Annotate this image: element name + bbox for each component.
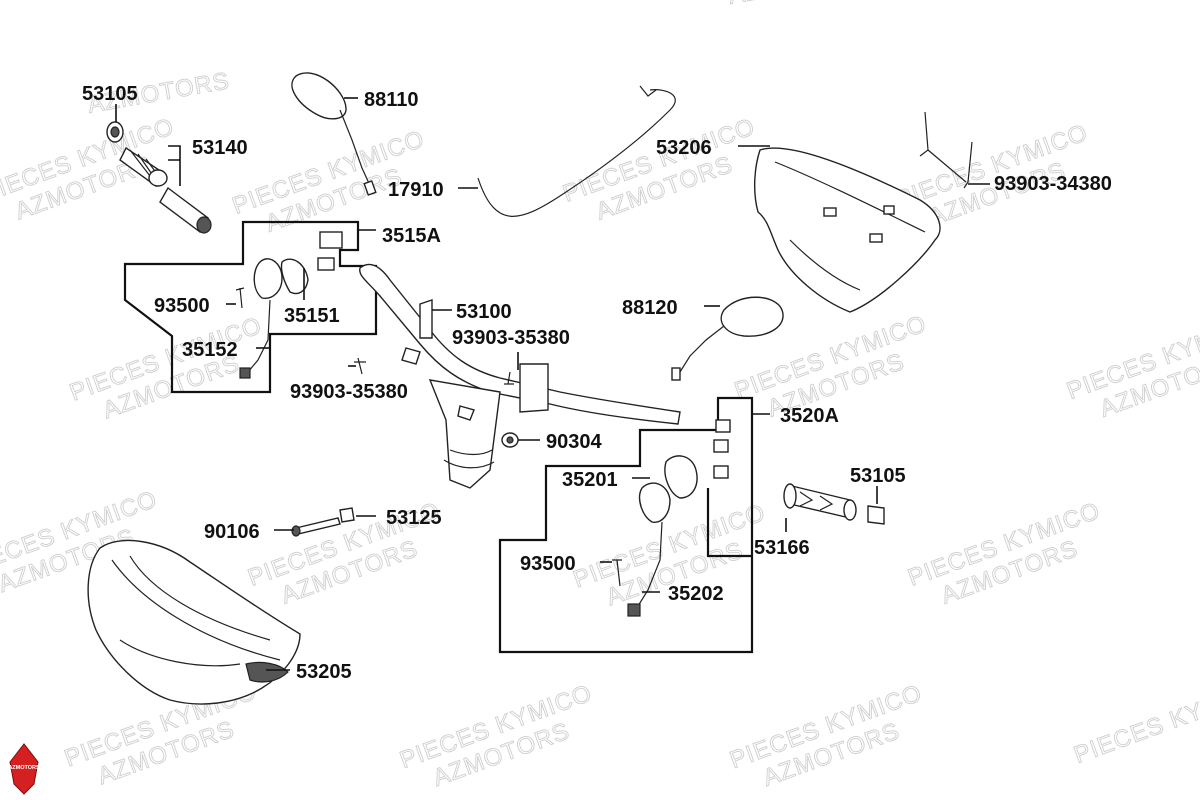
rear-handlebar-cover — [753, 147, 941, 313]
throttle-cable — [477, 85, 676, 217]
front-handlebar-cover — [87, 539, 301, 705]
label-93903-34380: 93903-34380 — [994, 173, 1112, 195]
part-labels: 53105 53140 88110 17910 53206 93903-3438… — [82, 83, 1112, 683]
watermark-text: PIECES KYMICO — [1070, 674, 1200, 769]
label-35152: 35152 — [182, 339, 238, 361]
label-93903-35380-a: 93903-35380 — [452, 327, 570, 349]
watermark-text: AZMOTORS — [727, 0, 873, 10]
bolt-90106 — [291, 517, 341, 537]
logo-shield-icon — [9, 743, 39, 795]
azmotors-logo: AZMOTORS — [8, 743, 40, 795]
label-53166: 53166 — [754, 537, 810, 559]
group-box-3515A — [123, 220, 378, 394]
label-53100: 53100 — [456, 301, 512, 323]
screw-93500-left — [235, 287, 245, 309]
label-35202: 35202 — [668, 583, 724, 605]
label-53125: 53125 — [386, 507, 442, 529]
mirror-right — [671, 296, 784, 381]
label-93903-35380-b: 93903-35380 — [290, 381, 408, 403]
label-35201: 35201 — [562, 469, 618, 491]
mirror-left — [291, 72, 377, 196]
left-switch-assembly — [239, 231, 343, 379]
label-3520A: 3520A — [780, 405, 839, 427]
label-53140: 53140 — [192, 137, 248, 159]
label-35151: 35151 — [284, 305, 340, 327]
collar-53125 — [339, 507, 355, 523]
label-53105-left: 53105 — [82, 83, 138, 105]
label-53205: 53205 — [296, 661, 352, 683]
right-grip — [783, 483, 857, 521]
label-53206: 53206 — [656, 137, 712, 159]
group-box-3520A — [498, 396, 754, 654]
screw-pair-top-right — [919, 111, 973, 189]
handlebar — [359, 263, 681, 489]
bolt-93903-35380-b — [354, 357, 366, 375]
left-grip — [119, 146, 212, 234]
bar-end-cap-left — [106, 121, 124, 143]
label-90304: 90304 — [546, 431, 602, 453]
label-93500-left: 93500 — [154, 295, 210, 317]
right-switch-assembly — [627, 419, 731, 617]
leader-lines — [115, 97, 990, 671]
bar-end-cap-right — [867, 505, 885, 525]
logo-text: AZMOTORS — [8, 765, 40, 771]
nut-90304 — [501, 432, 519, 448]
label-93500-right: 93500 — [520, 553, 576, 575]
bolt-93903-35380-a — [504, 371, 514, 385]
label-17910: 17910 — [388, 179, 444, 201]
screw-93500-right — [612, 559, 622, 587]
label-53105-right: 53105 — [850, 465, 906, 487]
label-90106: 90106 — [204, 521, 260, 543]
label-88120: 88120 — [622, 297, 678, 319]
label-88110: 88110 — [364, 89, 419, 111]
label-3515A: 3515A — [382, 225, 441, 247]
